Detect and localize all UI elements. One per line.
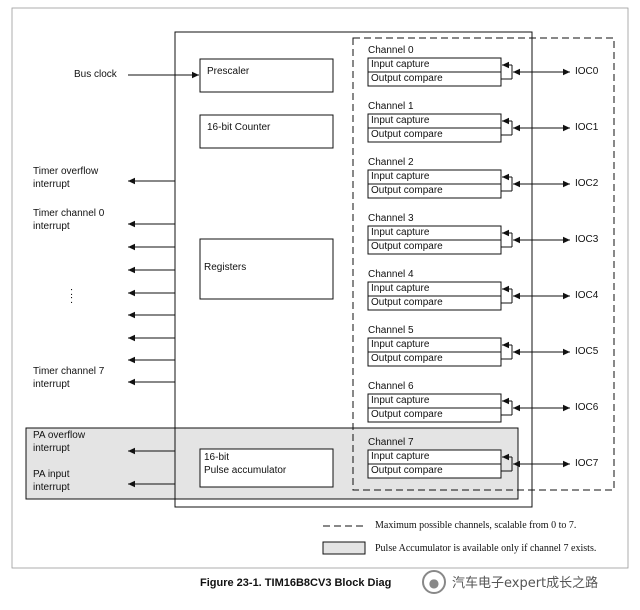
- ioc-label-5: IOC5: [575, 346, 599, 357]
- channel-title-7: Channel 7: [368, 437, 414, 448]
- counter-block: [199, 114, 334, 149]
- channels-dashed-region: [352, 37, 615, 491]
- figure-caption: Figure 23-1. TIM16B8CV3 Block Diag: [200, 577, 392, 589]
- interrupt-arrows: [128, 177, 175, 488]
- channel-block-6: [367, 393, 570, 423]
- timer-ch0-label-1: Timer channel 0: [33, 208, 105, 219]
- pulse-acc-label-1: 16-bit: [204, 452, 230, 463]
- legend-dashed-text: Maximum possible channels, scalable from…: [375, 520, 577, 531]
- registers-block: [199, 238, 334, 300]
- ellipsis-mark-2: :: [70, 294, 74, 306]
- input-capture-label-2: Input capture: [371, 171, 430, 182]
- channel-block-1: [367, 113, 570, 143]
- ioc-label-7: IOC7: [575, 458, 599, 469]
- output-compare-label-2: Output compare: [371, 185, 443, 196]
- channel-title-3: Channel 3: [368, 213, 414, 224]
- channel-block-2: [367, 169, 570, 199]
- watermark-text: 汽车电子expert成长之路: [452, 576, 599, 591]
- output-compare-label-1: Output compare: [371, 129, 443, 140]
- input-capture-label-7: Input capture: [371, 451, 430, 462]
- ioc-label-6: IOC6: [575, 402, 599, 413]
- bus-clock-label: Bus clock: [74, 69, 117, 80]
- pa-input-label-1: PA input: [33, 469, 70, 480]
- ellipsis-mark: :: [70, 286, 74, 298]
- channel-title-4: Channel 4: [368, 269, 414, 280]
- timer-ch7-label-1: Timer channel 7: [33, 366, 105, 377]
- legend-shaded-text: Pulse Accumulator is available only if c…: [375, 543, 597, 554]
- channel-block-3: [367, 225, 570, 255]
- pa-overflow-label-1: PA overflow: [33, 430, 86, 441]
- ioc-label-1: IOC1: [575, 122, 599, 133]
- outer-frame: [11, 7, 629, 569]
- timer-overflow-label-1: Timer overflow: [33, 166, 99, 177]
- pa-input-label-2: interrupt: [33, 482, 70, 493]
- output-compare-label-4: Output compare: [371, 297, 443, 308]
- input-capture-label-6: Input capture: [371, 395, 430, 406]
- input-capture-label-5: Input capture: [371, 339, 430, 350]
- timer-ch0-label-2: interrupt: [33, 221, 70, 232]
- channel-block-0: [367, 57, 570, 87]
- channel-title-5: Channel 5: [368, 325, 414, 336]
- input-capture-label-1: Input capture: [371, 115, 430, 126]
- output-compare-label-0: Output compare: [371, 73, 443, 84]
- channel-block-5: [367, 337, 570, 367]
- output-compare-label-3: Output compare: [371, 241, 443, 252]
- watermark-logo-icon: ●: [422, 570, 446, 594]
- ioc-label-4: IOC4: [575, 290, 599, 301]
- output-compare-label-7: Output compare: [371, 465, 443, 476]
- input-capture-label-4: Input capture: [371, 283, 430, 294]
- output-compare-label-5: Output compare: [371, 353, 443, 364]
- output-compare-label-6: Output compare: [371, 409, 443, 420]
- ioc-label-2: IOC2: [575, 178, 599, 189]
- pa-overflow-label-2: interrupt: [33, 443, 70, 454]
- timer-overflow-label-2: interrupt: [33, 179, 70, 190]
- counter-label: 16-bit Counter: [207, 122, 271, 133]
- channel-title-6: Channel 6: [368, 381, 414, 392]
- registers-label: Registers: [204, 262, 247, 273]
- timer-ch7-label-2: interrupt: [33, 379, 70, 390]
- channel-title-1: Channel 1: [368, 101, 414, 112]
- ioc-label-0: IOC0: [575, 66, 599, 77]
- pulse-acc-label-2: Pulse accumulator: [204, 465, 287, 476]
- legend-shaded-swatch: [322, 541, 366, 555]
- channel-block-7: [367, 449, 570, 479]
- ioc-label-3: IOC3: [575, 234, 599, 245]
- input-capture-label-0: Input capture: [371, 59, 430, 70]
- channel-blocks: [367, 57, 570, 479]
- pulse-accumulator-block: [199, 448, 334, 488]
- prescaler-label: Prescaler: [207, 66, 250, 77]
- channel-block-4: [367, 281, 570, 311]
- channel-title-0: Channel 0: [368, 45, 414, 56]
- input-capture-label-3: Input capture: [371, 227, 430, 238]
- channel-title-2: Channel 2: [368, 157, 414, 168]
- prescaler-block: [199, 58, 334, 93]
